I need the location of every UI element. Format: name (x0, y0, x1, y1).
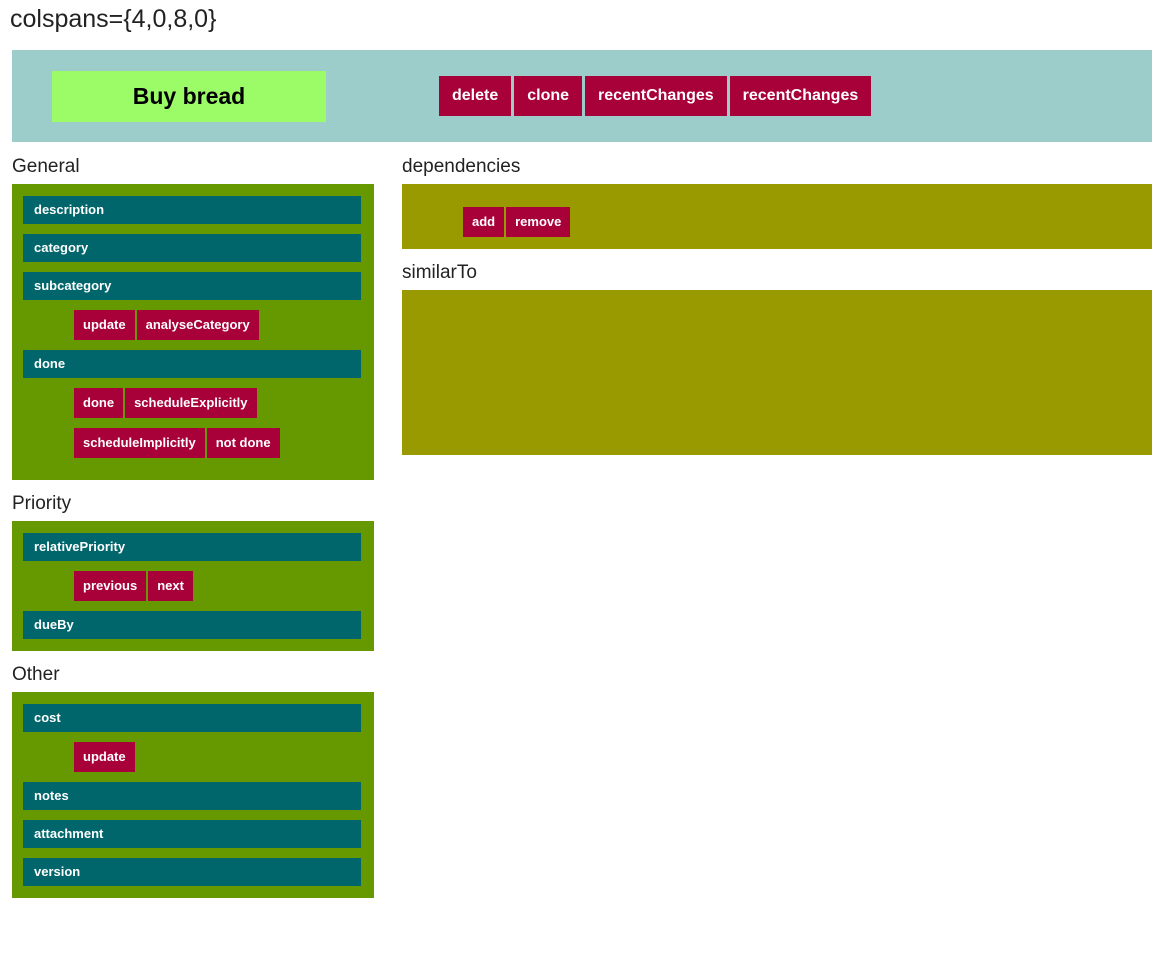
page-title: colspans={4,0,8,0} (10, 5, 217, 33)
top-bar: Buy bread delete clone recentChanges rec… (12, 50, 1152, 142)
button-row-cost: update (74, 742, 361, 772)
schedule-explicitly-button[interactable]: scheduleExplicitly (125, 388, 257, 418)
field-due-by[interactable]: dueBy (23, 611, 361, 639)
next-button[interactable]: next (148, 571, 193, 601)
remove-dependency-button[interactable]: remove (506, 207, 571, 237)
update-cost-button[interactable]: update (74, 742, 135, 772)
clone-button[interactable]: clone (514, 76, 583, 116)
field-subcategory[interactable]: subcategory (23, 272, 361, 300)
button-row-category: update analyseCategory (74, 310, 361, 340)
field-done[interactable]: done (23, 350, 361, 378)
button-row-done-2: scheduleImplicitly not done (74, 428, 361, 458)
item-title-text: Buy bread (132, 83, 246, 109)
update-category-button[interactable]: update (74, 310, 135, 340)
right-column: dependencies add remove similarTo (402, 155, 1152, 455)
button-row-done-1: done scheduleExplicitly (74, 388, 361, 418)
analyse-category-button[interactable]: analyseCategory (136, 310, 259, 340)
similar-to-panel (402, 290, 1152, 455)
field-category[interactable]: category (23, 234, 361, 262)
dependencies-panel: add remove (402, 184, 1152, 249)
left-column: General description category subcategory… (12, 155, 374, 898)
previous-button[interactable]: previous (74, 571, 147, 601)
not-done-button[interactable]: not done (206, 428, 280, 458)
done-button[interactable]: done (74, 388, 124, 418)
field-notes[interactable]: notes (23, 782, 361, 810)
field-attachment[interactable]: attachment (23, 820, 361, 848)
schedule-implicitly-button[interactable]: scheduleImplicitly (74, 428, 205, 458)
section-heading-priority: Priority (12, 493, 72, 514)
field-version[interactable]: version (23, 858, 361, 886)
section-heading-similar-to: similarTo (402, 262, 477, 283)
button-row-dependencies: add remove (463, 207, 571, 237)
field-cost[interactable]: cost (23, 704, 361, 732)
section-panel-general: description category subcategory update … (12, 184, 374, 480)
section-heading-dependencies: dependencies (402, 156, 521, 177)
section-panel-other: cost update notes attachment version (12, 692, 374, 898)
recent-changes-button-1[interactable]: recentChanges (585, 76, 727, 116)
section-heading-general: General (12, 156, 80, 177)
topbar-action-group: delete clone recentChanges recentChanges (439, 76, 872, 116)
delete-button[interactable]: delete (439, 76, 512, 116)
section-panel-priority: relativePriority previous next dueBy (12, 521, 374, 651)
field-description[interactable]: description (23, 196, 361, 224)
recent-changes-button-2[interactable]: recentChanges (729, 76, 872, 116)
item-title-box[interactable]: Buy bread (52, 71, 326, 122)
add-dependency-button[interactable]: add (463, 207, 505, 237)
button-row-priority: previous next (74, 571, 361, 601)
field-relative-priority[interactable]: relativePriority (23, 533, 361, 561)
section-heading-other: Other (12, 664, 60, 685)
